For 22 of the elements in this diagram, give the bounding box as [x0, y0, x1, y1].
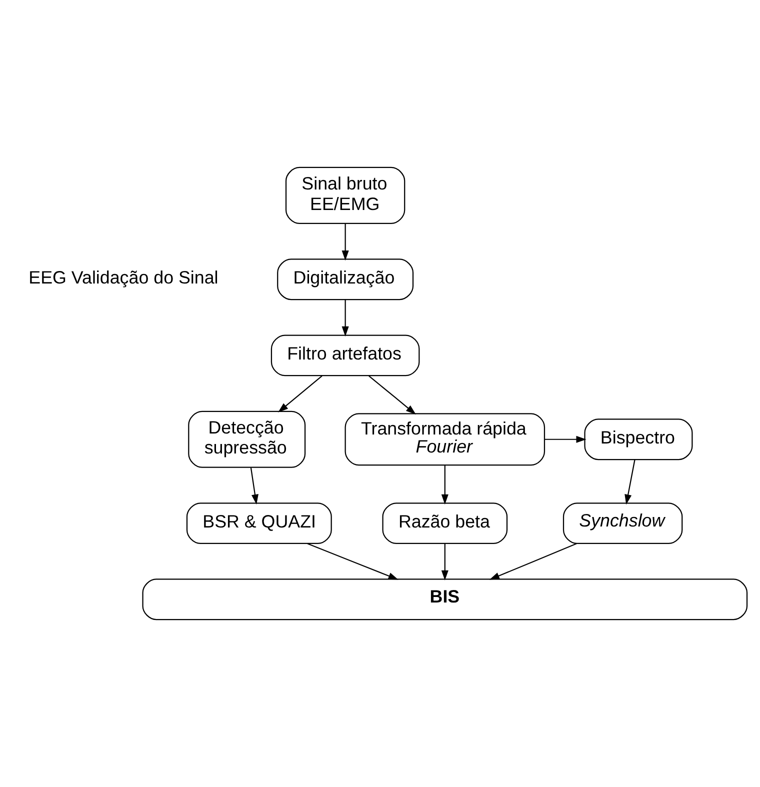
label: EEG Validação do Sinal — [28, 268, 218, 288]
node-box: Synchslow — [562, 502, 683, 544]
node-box: Digitalização — [277, 258, 414, 300]
arrow — [489, 543, 577, 580]
arrow — [441, 544, 448, 580]
node-box: BSR & QUAZI — [186, 502, 332, 544]
node-box: Detecção supressão — [188, 410, 306, 468]
arrow — [441, 465, 448, 505]
node-box: Sinal bruto EE/EMG — [285, 166, 406, 224]
node-box: BIS — [142, 578, 748, 620]
arrow — [368, 376, 416, 415]
node-box: Bispectro — [584, 418, 693, 460]
arrow — [307, 543, 398, 580]
arrow — [624, 460, 636, 505]
arrow — [544, 436, 586, 443]
arrow — [342, 224, 349, 261]
arrow — [342, 300, 349, 336]
node-box: Razão beta — [382, 502, 508, 544]
arrow — [250, 468, 258, 505]
node-box: Transformada rápida Fourier — [344, 413, 546, 466]
arrow — [278, 376, 322, 412]
node-box: Filtro artefatos — [270, 334, 420, 376]
